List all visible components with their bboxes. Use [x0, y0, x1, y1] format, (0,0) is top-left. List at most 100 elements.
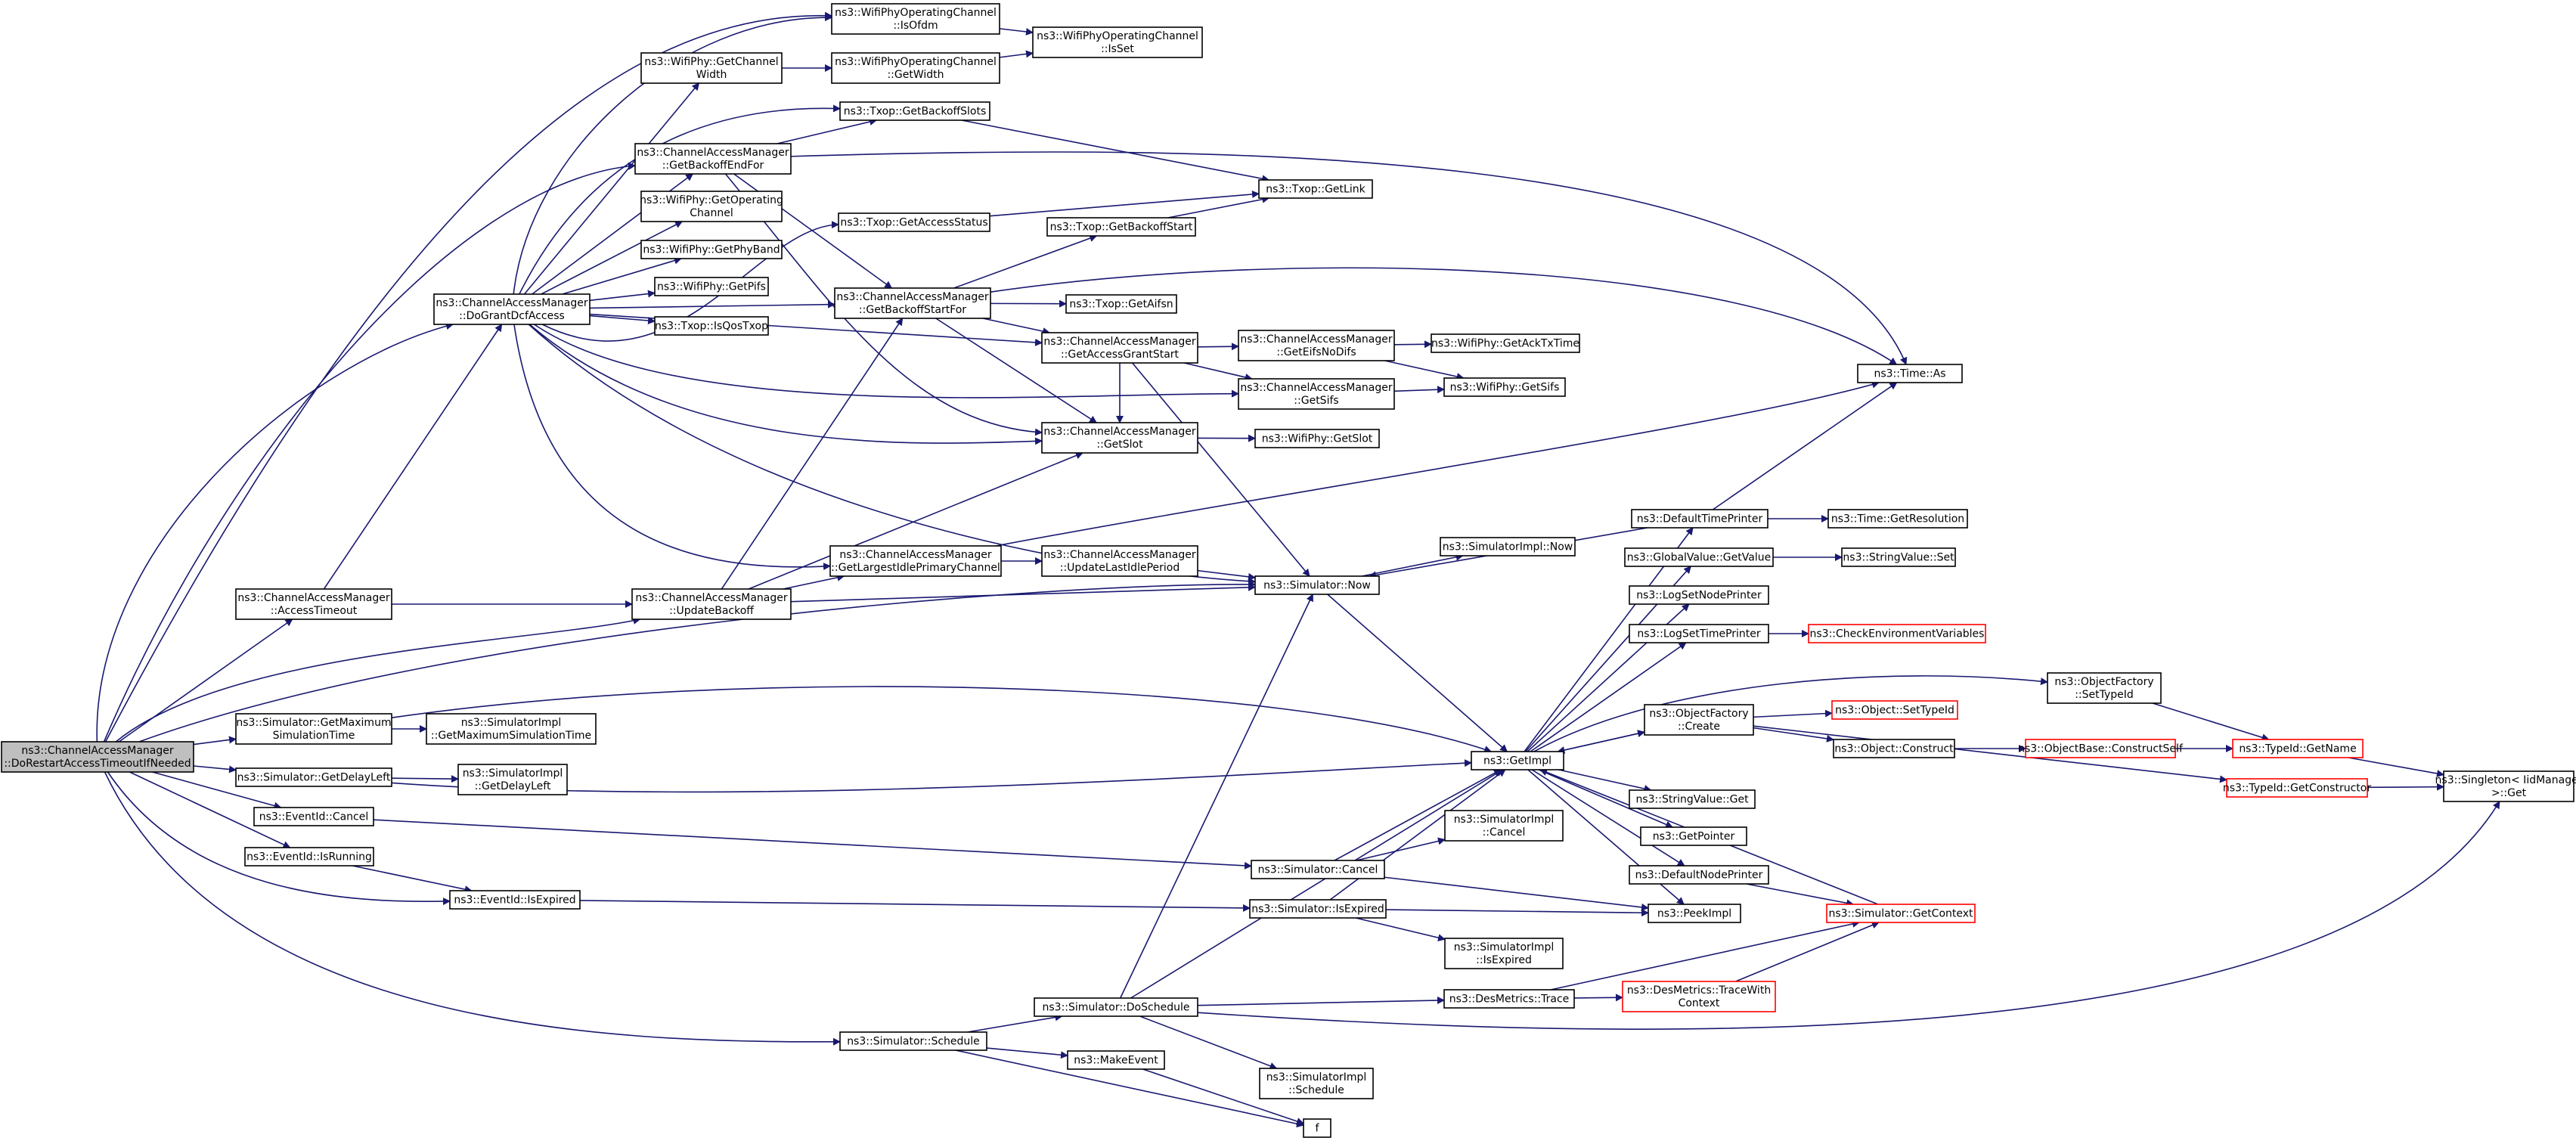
node-get-backoff-start-for[interactable]: ns3::ChannelAccessManager::GetBackoffSta…: [834, 287, 991, 319]
node-box: [1238, 378, 1395, 410]
node-is-qos-txop[interactable]: ns3::Txop::IsQosTxop: [654, 316, 769, 336]
node-impl-is-expired[interactable]: ns3::SimulatorImpl::IsExpired: [1444, 938, 1564, 969]
node-event-cancel[interactable]: ns3::EventId::Cancel: [253, 807, 374, 826]
node-sim-schedule[interactable]: ns3::Simulator::Schedule: [839, 1031, 987, 1051]
node-log-set-node[interactable]: ns3::LogSetNodePrinter: [1629, 585, 1769, 605]
node-get-impl[interactable]: ns3::GetImpl: [1471, 751, 1564, 770]
node-get-eifs-no-difs[interactable]: ns3::ChannelAccessManager::GetEifsNoDifs: [1238, 330, 1395, 361]
node-impl-get-max-sim[interactable]: ns3::SimulatorImpl::GetMaximumSimulation…: [426, 713, 597, 745]
node-impl-now[interactable]: ns3::SimulatorImpl::Now: [1440, 537, 1576, 556]
node-impl-get-delay-left[interactable]: ns3::SimulatorImpl::GetDelayLeft: [457, 764, 568, 795]
edge-get-backoff-start-for-to-get-access-grant-start: [982, 318, 1051, 335]
node-box: [253, 807, 374, 826]
node-peek-impl[interactable]: ns3::PeekImpl: [1648, 904, 1741, 923]
edge-sim-schedule-to-fn-f: [955, 1049, 1304, 1128]
node-label: ns3::LogSetTimePrinter: [1637, 628, 1761, 640]
node-label: ns3::Simulator::Cancel: [1258, 864, 1378, 876]
node-label: ns3::ChannelAccessManager: [1240, 333, 1393, 346]
edge-update-backoff-to-cam-get-slot: [748, 451, 1083, 590]
node-sv-get[interactable]: ns3::StringValue::Get: [1629, 789, 1756, 809]
node-check-env[interactable]: ns3::CheckEnvironmentVariables: [1808, 624, 1986, 643]
node-obj-base-construct[interactable]: ns3::ObjectBase::ConstructSelf: [2018, 739, 2184, 758]
edge-sim-is-expired-to-peek-impl: [1385, 909, 1649, 917]
node-get-max-sim[interactable]: ns3::Simulator::GetMaximumSimulationTime: [235, 713, 392, 745]
node-get-ack-tx-time[interactable]: ns3::WifiPhy::GetAckTxTime: [1431, 333, 1580, 353]
node-event-is-running[interactable]: ns3::EventId::IsRunning: [244, 847, 374, 867]
node-op-get-width[interactable]: ns3::WifiPhyOperatingChannel::GetWidth: [831, 52, 1000, 84]
node-impl-schedule[interactable]: ns3::SimulatorImpl::Schedule: [1259, 1068, 1374, 1099]
node-is-set[interactable]: ns3::WifiPhyOperatingChannel::IsSet: [1032, 26, 1203, 58]
node-event-is-expired[interactable]: ns3::EventId::IsExpired: [449, 890, 581, 910]
node-get-resolution[interactable]: ns3::Time::GetResolution: [1827, 509, 1968, 529]
node-type-id-get-name[interactable]: ns3::TypeId::GetName: [2232, 739, 2364, 758]
node-get-backoff-slots[interactable]: ns3::Txop::GetBackoffSlots: [839, 101, 990, 121]
node-des-trace[interactable]: ns3::DesMetrics::Trace: [1443, 989, 1575, 1009]
node-default-time-printer[interactable]: ns3::DefaultTimePrinter: [1631, 509, 1768, 529]
node-type-id-get-ctor[interactable]: ns3::TypeId::GetConstructor: [2223, 778, 2371, 798]
node-get-pointer[interactable]: ns3::GetPointer: [1640, 826, 1747, 846]
node-label: ns3::WifiPhyOperatingChannel: [835, 56, 997, 68]
node-of-create[interactable]: ns3::ObjectFactory::Create: [1644, 704, 1754, 736]
node-cam-get-sifs[interactable]: ns3::ChannelAccessManager::GetSifs: [1238, 378, 1395, 410]
edge-get-backoff-start-for-to-cam-get-slot: [935, 318, 1098, 423]
node-obj-set-type-id[interactable]: ns3::Object::SetTypeId: [1831, 700, 1958, 720]
node-access-timeout[interactable]: ns3::ChannelAccessManager::AccessTimeout: [235, 588, 392, 620]
node-sim-cancel[interactable]: ns3::Simulator::Cancel: [1251, 860, 1385, 879]
node-get-phy-band[interactable]: ns3::WifiPhy::GetPhyBand: [640, 240, 783, 259]
node-get-access-grant-start[interactable]: ns3::ChannelAccessManager::GetAccessGran…: [1041, 332, 1198, 364]
node-impl-cancel[interactable]: ns3::SimulatorImpl::Cancel: [1444, 810, 1564, 842]
edge-type-id-get-name-to-singleton-get: [2348, 757, 2444, 777]
edge-do-grant-to-cam-get-sifs: [534, 324, 1239, 398]
edge-sim-is-expired-to-impl-is-expired: [1355, 917, 1446, 942]
node-make-event[interactable]: ns3::MakeEvent: [1067, 1050, 1165, 1070]
node-update-backoff[interactable]: ns3::ChannelAccessManager::UpdateBackoff: [631, 588, 792, 620]
node-label: ns3::WifiPhy::GetPhyBand: [643, 244, 780, 256]
node-phy-get-sifs[interactable]: ns3::WifiPhy::GetSifs: [1443, 377, 1566, 397]
edge-default-time-printer-to-time-as: [1712, 382, 1898, 510]
node-box: [1841, 547, 1956, 567]
node-label: ns3::ObjectFactory: [1649, 708, 1748, 720]
node-phy-get-slot[interactable]: ns3::WifiPhy::GetSlot: [1254, 429, 1380, 448]
node-box: [1827, 509, 1968, 529]
node-sim-now[interactable]: ns3::Simulator::Now: [1254, 575, 1380, 595]
node-sim-get-context[interactable]: ns3::Simulator::GetContext: [1826, 904, 1976, 923]
node-box: [1067, 1050, 1165, 1070]
node-of-set-type-id[interactable]: ns3::ObjectFactory::SetTypeId: [2047, 672, 2162, 704]
node-time-as[interactable]: ns3::Time::As: [1857, 364, 1963, 383]
node-box: [235, 713, 392, 745]
node-singleton-get[interactable]: ns3::Singleton< IidManager>::Get: [2435, 770, 2576, 802]
edge-do-schedule-to-impl-schedule: [1139, 1015, 1278, 1070]
node-sv-set[interactable]: ns3::StringValue::Set: [1841, 547, 1956, 567]
edge-root-to-event-is-running: [129, 771, 291, 848]
edge-event-cancel-to-sim-cancel: [373, 819, 1252, 870]
node-get-aifsn[interactable]: ns3::Txop::GetAifsn: [1065, 294, 1177, 314]
node-get-pifs[interactable]: ns3::WifiPhy::GetPifs: [654, 277, 769, 296]
node-update-last-idle[interactable]: ns3::ChannelAccessManager::UpdateLastIdl…: [1041, 545, 1198, 577]
node-obj-construct[interactable]: ns3::Object::Construct: [1833, 739, 1955, 758]
node-get-largest-idle[interactable]: ns3::ChannelAccessManager::GetLargestIdl…: [829, 545, 1002, 577]
node-get-link[interactable]: ns3::Txop::GetLink: [1258, 179, 1373, 199]
node-get-backoff-end-for[interactable]: ns3::ChannelAccessManager::GetBackoffEnd…: [634, 143, 792, 175]
node-get-access-status[interactable]: ns3::Txop::GetAccessStatus: [838, 212, 990, 232]
node-label: ns3::ObjectFactory: [2054, 676, 2153, 688]
node-fn-f[interactable]: f: [1303, 1118, 1331, 1138]
node-default-node-printer[interactable]: ns3::DefaultNodePrinter: [1629, 865, 1769, 885]
node-do-grant[interactable]: ns3::ChannelAccessManager::DoGrantDcfAcc…: [433, 293, 591, 325]
node-box: [1443, 989, 1575, 1009]
edge-get-impl-to-of-set-type-id: [1533, 675, 2048, 752]
node-label: ns3::Object::SetTypeId: [1835, 705, 1954, 717]
node-label: Channel: [690, 207, 733, 219]
node-do-schedule[interactable]: ns3::Simulator::DoSchedule: [1034, 997, 1198, 1017]
node-gv-get-value[interactable]: ns3::GlobalValue::GetValue: [1624, 547, 1774, 567]
node-root[interactable]: ns3::ChannelAccessManager::DoRestartAcce…: [1, 741, 194, 773]
node-sim-is-expired[interactable]: ns3::Simulator::IsExpired: [1249, 899, 1387, 919]
node-label: ns3::Singleton< IidManager: [2435, 774, 2576, 786]
node-get-backoff-start[interactable]: ns3::Txop::GetBackoffStart: [1046, 217, 1196, 237]
node-is-ofdm[interactable]: ns3::WifiPhyOperatingChannel::IsOfdm: [831, 3, 1000, 35]
node-log-set-time[interactable]: ns3::LogSetTimePrinter: [1629, 624, 1769, 643]
node-cam-get-slot[interactable]: ns3::ChannelAccessManager::GetSlot: [1041, 422, 1198, 454]
node-get-delay-left[interactable]: ns3::Simulator::GetDelayLeft: [235, 767, 392, 787]
